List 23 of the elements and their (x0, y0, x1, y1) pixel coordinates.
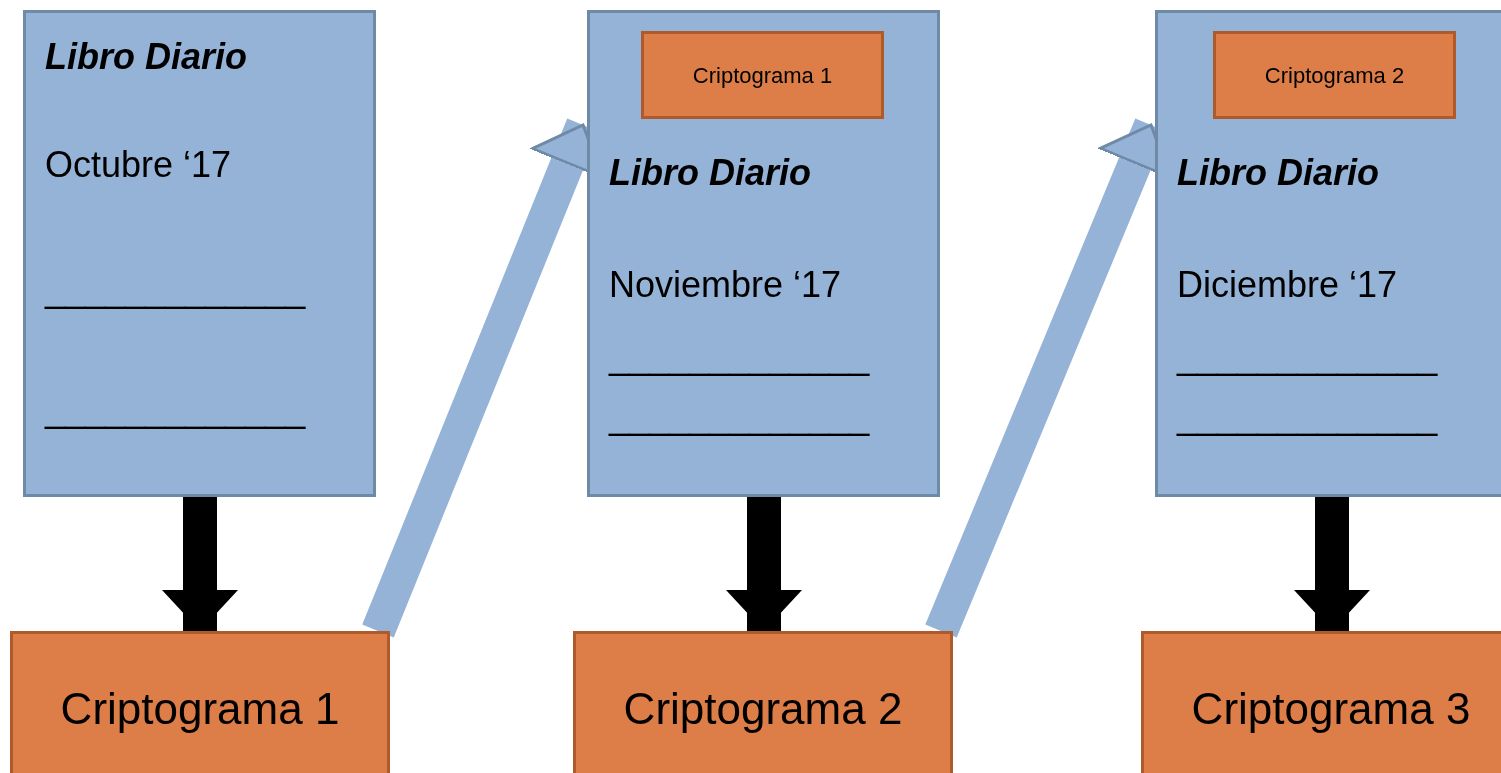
blank-line: _____________ (1177, 395, 1438, 439)
cryptogram-box: Criptograma 2 (573, 631, 953, 773)
ledger-box (23, 10, 376, 497)
blank-line: _____________ (45, 268, 306, 312)
block-arrow (1294, 497, 1370, 631)
block-arrow (726, 497, 802, 631)
month-label: Octubre ‘17 (45, 143, 232, 187)
blank-line: _____________ (45, 388, 306, 432)
ledger-title: Libro Diario (1177, 151, 1379, 195)
cryptogram-tag: Criptograma 1 (641, 31, 884, 119)
block-arrow (162, 497, 238, 631)
ledger-box (1155, 10, 1501, 497)
month-label: Diciembre ‘17 (1177, 263, 1398, 307)
blank-line: _____________ (609, 335, 870, 379)
ledger-title: Libro Diario (609, 151, 811, 195)
cryptogram-tag: Criptograma 2 (1213, 31, 1456, 119)
blank-line: _____________ (609, 395, 870, 439)
month-label: Noviembre ‘17 (609, 263, 842, 307)
cryptogram-box: Criptograma 1 (10, 631, 390, 773)
ledger-title: Libro Diario (45, 35, 247, 79)
blank-line: _____________ (1177, 335, 1438, 379)
cryptogram-box: Criptograma 3 (1141, 631, 1501, 773)
ledger-box (587, 10, 940, 497)
